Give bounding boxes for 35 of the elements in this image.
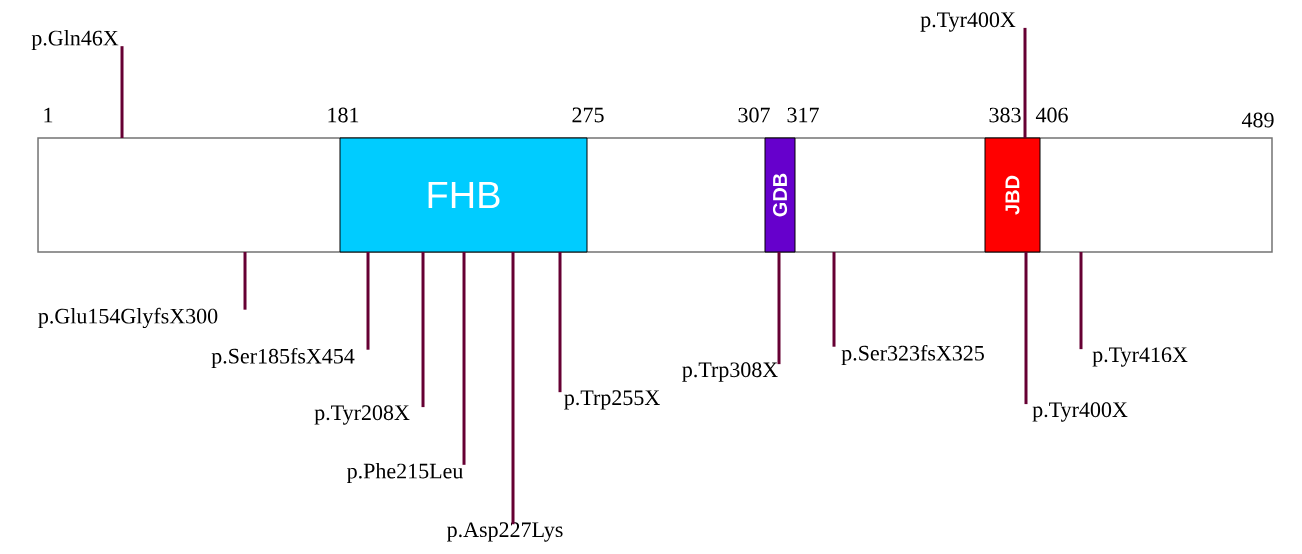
leader-line [366,252,370,350]
leader-line [777,252,781,365]
mutation-label: p.Tyr416X [1092,347,1188,367]
mutation-label: p.Ser323fsX325 [841,344,984,366]
position-number: 1 [44,107,53,123]
leader-line [511,252,515,525]
leader-line [558,252,562,393]
leader-line [832,252,836,347]
mutation-label: p.Glu154GlyfsX300 [38,307,218,329]
leader-line [1079,252,1083,350]
mutation-label: p.Tyr400X [920,12,1016,32]
position-number: 275 [572,107,604,123]
leader-line [1023,27,1027,138]
position-number: 317 [787,107,819,123]
domain-box: JBD [984,137,1041,253]
position-number: 307 [738,107,770,123]
position-number: 406 [1035,107,1068,123]
mutation-label: p.Asp227Lys [447,522,563,542]
position-number: 181 [328,107,359,123]
domain-box: FHB [339,137,588,253]
mutation-label: p.Gln46X [31,30,119,50]
mutation-label: p.Phe215Leu [347,463,463,483]
leader-line [1024,252,1028,405]
mutation-label: p.Ser185fsX454 [211,347,355,369]
leader-line [421,252,425,408]
mutation-label: p.Tyr208X [314,405,410,425]
position-number: 383 [989,107,1021,123]
domain-box: GDB [764,137,796,253]
mutation-label: p.Tyr400X [1032,402,1128,422]
leader-line [462,252,466,465]
leader-line [243,252,247,310]
mutation-label: p.Trp308X [682,362,778,382]
position-number: 489 [1241,112,1274,128]
mutation-label: p.Trp255X [564,390,660,410]
leader-line [120,46,124,138]
